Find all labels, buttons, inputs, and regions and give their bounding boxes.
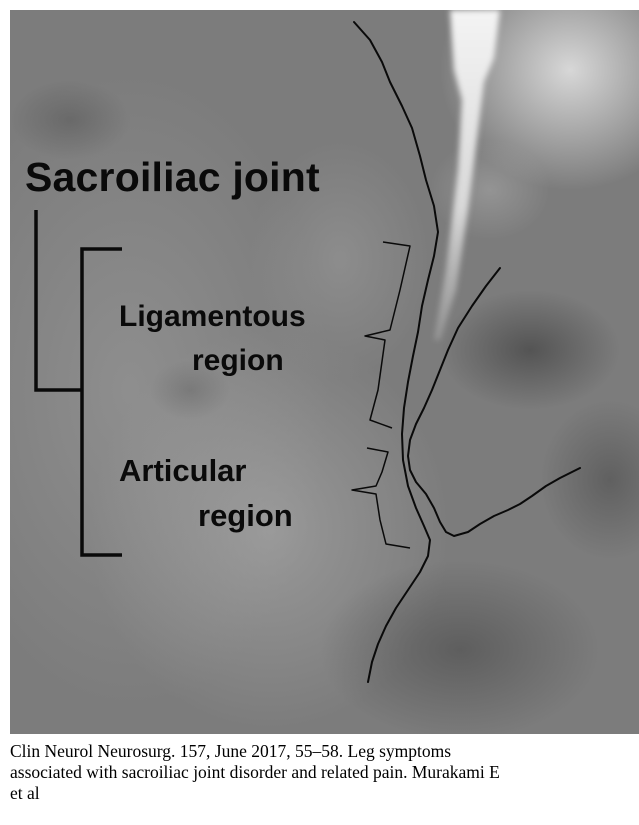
caption-line: associated with sacroiliac joint disorde… xyxy=(10,762,500,782)
ligamentous-region-label-line1: Ligamentous xyxy=(119,300,306,333)
xray-radiograph xyxy=(10,10,639,734)
ligamentous-region-label-line2: region xyxy=(192,344,284,377)
articular-region-label-line1: Articular xyxy=(119,453,247,488)
contrast-needle xyxy=(434,10,500,340)
caption-line: Clin Neurol Neurosurg. 157, June 2017, 5… xyxy=(10,741,452,761)
figure-caption: Clin Neurol Neurosurg. 157, June 2017, 5… xyxy=(10,741,635,804)
caption-line: et al xyxy=(10,783,40,803)
sacroiliac-joint-label: Sacroiliac joint xyxy=(25,154,320,200)
articular-region-label-line2: region xyxy=(198,498,293,533)
xray-image xyxy=(10,10,639,734)
joint-bracket xyxy=(34,210,122,557)
region-braces xyxy=(351,241,411,549)
joint-outline-lines xyxy=(353,21,581,683)
